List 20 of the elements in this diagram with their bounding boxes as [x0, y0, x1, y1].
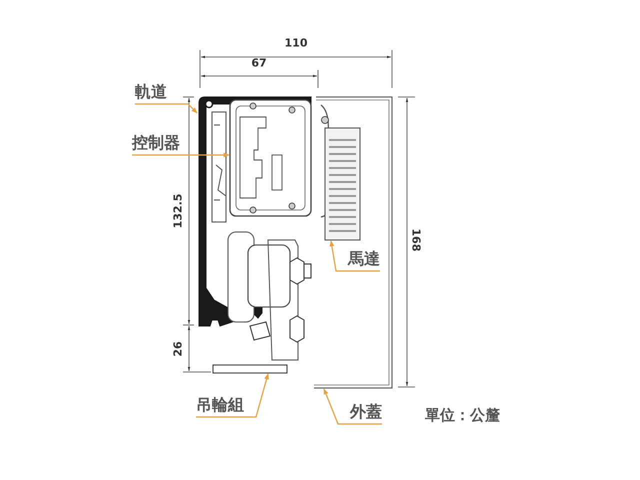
- leader-line: [323, 388, 382, 425]
- dimension-label: 110: [284, 36, 308, 50]
- dimension-label: 168: [410, 228, 422, 252]
- dimension-label: 132.5: [172, 194, 184, 228]
- part-label: 吊輪組: [196, 395, 244, 415]
- controller-drawing: [229, 99, 312, 217]
- leader-line: [132, 152, 230, 158]
- unit-note: 單位：公釐: [425, 405, 500, 425]
- part-label: 軌道: [135, 82, 167, 102]
- hanger-wheel-drawing: [212, 231, 312, 374]
- cover-drawing: [313, 96, 393, 389]
- pulley-drawing: [320, 103, 362, 241]
- leader-line: [330, 240, 380, 272]
- part-label: 控制器: [132, 133, 180, 153]
- part-label: 馬達: [348, 249, 380, 269]
- dimension-label: 67: [251, 56, 267, 70]
- leader-line: [135, 103, 198, 114]
- leader-line: [196, 373, 269, 418]
- dimension-label: 26: [172, 341, 184, 357]
- part-label: 外蓋: [350, 402, 382, 422]
